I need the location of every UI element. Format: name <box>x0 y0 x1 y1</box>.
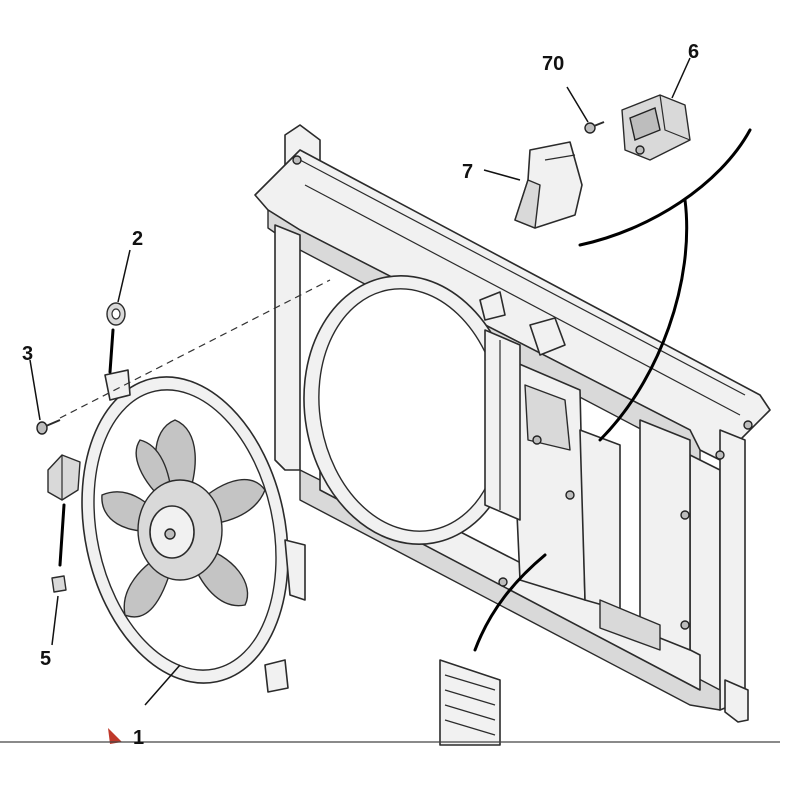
fan-assembly <box>81 369 306 693</box>
callout-cover: 7 <box>462 161 473 183</box>
nut-part <box>106 302 126 326</box>
leader-lines <box>29 57 752 706</box>
callout-small-screw: 70 <box>542 53 564 75</box>
callout-screw: 3 <box>22 343 33 365</box>
small-screw-part <box>584 121 605 134</box>
screw-part <box>36 419 61 435</box>
callout-clip: 5 <box>40 648 51 670</box>
clip-part <box>51 575 67 593</box>
radiator-frame <box>254 124 771 723</box>
callout-nut: 2 <box>132 228 143 250</box>
accent-arrow <box>108 728 122 744</box>
grille-insert <box>439 659 501 746</box>
connector-part <box>621 94 691 161</box>
fan-harness-connector <box>47 454 81 501</box>
callout-fan: 1 <box>133 727 144 749</box>
callout-connector: 6 <box>688 41 699 63</box>
cover-part <box>514 141 583 229</box>
